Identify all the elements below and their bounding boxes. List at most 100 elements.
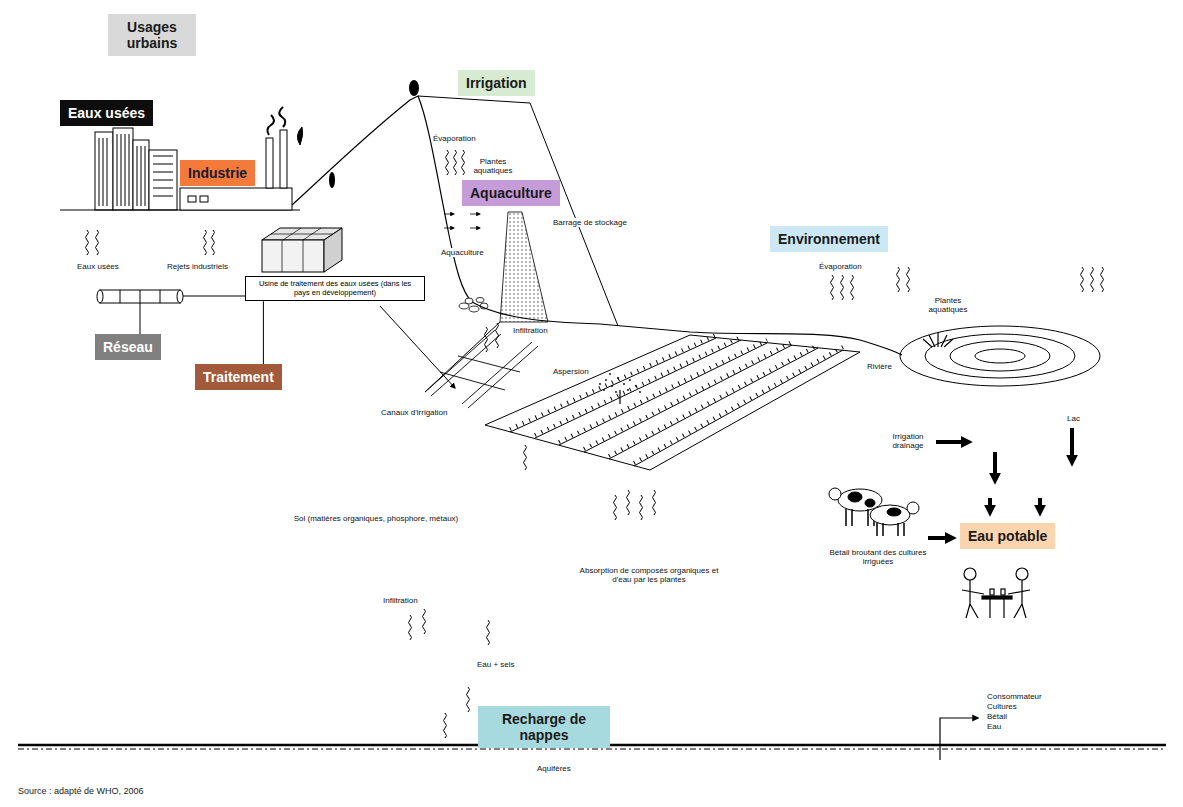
annotation-label: Eau + sels xyxy=(476,660,516,669)
evaporation-squiggle xyxy=(1101,267,1104,292)
infiltration-squiggle xyxy=(496,323,499,348)
category-label: Industrie xyxy=(180,160,255,186)
cup xyxy=(1001,589,1005,595)
storage-dam xyxy=(500,212,548,322)
water-flow-arrow xyxy=(444,214,454,215)
category-label: Eaux usées xyxy=(60,100,153,126)
sprinkler xyxy=(619,390,620,404)
annotation-label: Aspersion xyxy=(552,367,590,376)
annotation-label: Aquifères xyxy=(536,764,572,773)
building-windows xyxy=(99,134,173,206)
annotation-label: Évaporation xyxy=(818,262,863,271)
node-text: Aquaculture xyxy=(470,185,552,201)
annotation-label: Évaporation xyxy=(432,134,477,143)
infiltration-squiggle xyxy=(409,615,412,640)
node-text: Usages urbains xyxy=(116,19,188,51)
annotation-label: Irrigation drainage xyxy=(884,432,932,450)
cow-body xyxy=(870,505,910,525)
cow-patch xyxy=(865,499,875,507)
flame-symbol xyxy=(297,127,302,145)
irrigation-canals xyxy=(425,330,538,408)
category-label: Irrigation xyxy=(458,70,535,96)
node-text: Traitement xyxy=(203,369,274,385)
chimney xyxy=(266,138,273,188)
smoke xyxy=(279,107,285,127)
cow-head xyxy=(907,502,919,514)
aquatic-plants xyxy=(923,332,953,347)
factory xyxy=(180,107,303,210)
annotation-label: Aquaculture xyxy=(440,248,485,257)
crop-plants xyxy=(510,335,843,463)
table-legs xyxy=(990,599,1004,618)
lake-ring xyxy=(950,341,1050,371)
plant-grid xyxy=(271,228,333,272)
factory-window xyxy=(188,196,196,202)
cow-legs xyxy=(877,523,904,536)
lake-ring xyxy=(925,334,1075,378)
city-buildings xyxy=(95,128,177,210)
factory-base xyxy=(180,188,292,210)
node-text: Usine de traitement des eaux usées (dans… xyxy=(250,280,420,297)
evaporation-squiggle xyxy=(841,275,844,300)
flow-arrow xyxy=(1070,428,1074,462)
absorption-squiggle xyxy=(627,490,630,515)
cow-legs xyxy=(846,509,874,526)
water-flow-arrow xyxy=(470,214,480,215)
rock xyxy=(476,298,484,303)
flow-squiggle xyxy=(212,230,215,255)
leader-connector xyxy=(263,301,264,364)
cow-patch xyxy=(887,508,901,516)
plant-side xyxy=(324,228,342,272)
annotation-label: Infiltration xyxy=(382,596,419,605)
annotation-label: Eaux usées xyxy=(76,262,120,271)
rocks xyxy=(459,298,488,313)
treatment-plant xyxy=(262,228,342,272)
annotation-label: Barrage de stockage xyxy=(552,218,628,227)
building xyxy=(95,132,113,210)
flow-arrow xyxy=(1038,498,1042,512)
annotation-label: Lac xyxy=(1066,414,1081,423)
annotation-label: Infiltration xyxy=(512,326,549,335)
category-label: Aquaculture xyxy=(462,180,560,206)
category-label: Usages urbains xyxy=(108,14,196,56)
infiltration-squiggle xyxy=(467,687,470,712)
source-caption: Source : adapté de WHO, 2006 xyxy=(18,786,144,796)
flow-arrow xyxy=(928,536,952,540)
infiltration-squiggle xyxy=(487,620,490,645)
person-body xyxy=(962,580,984,618)
pipe-stem xyxy=(140,303,141,334)
sewer-pipe xyxy=(97,290,245,334)
absorption-squiggle xyxy=(640,495,643,520)
chimney xyxy=(280,130,287,188)
node-text: Environnement xyxy=(778,231,880,247)
evaporation-squiggle xyxy=(454,150,457,175)
evaporation-squiggle xyxy=(1091,267,1094,292)
consumers xyxy=(962,568,1030,618)
absorption-squiggle xyxy=(614,495,617,520)
tree xyxy=(409,80,419,96)
list-item: Eau xyxy=(986,722,1002,731)
evaporation-squiggle xyxy=(831,275,834,300)
rock xyxy=(465,298,473,304)
flow-squiggle xyxy=(86,230,89,255)
plant-box: Usine de traitement des eaux usées (dans… xyxy=(245,276,425,301)
pipe-end xyxy=(97,290,103,303)
lake xyxy=(900,326,1100,386)
node-text: Irrigation xyxy=(466,75,527,91)
plant-front xyxy=(262,240,324,272)
pipe-body xyxy=(100,290,180,303)
evaporation-squiggle xyxy=(897,267,900,292)
valley-line xyxy=(418,96,618,326)
crop-rows xyxy=(510,338,843,466)
person-head xyxy=(964,568,976,580)
evaporation-squiggle xyxy=(907,267,910,292)
evaporation-squiggle xyxy=(462,150,465,175)
category-label: Recharge de nappes xyxy=(478,706,610,748)
list-item: Cultures xyxy=(986,702,1018,711)
infiltration-squiggle xyxy=(444,713,447,738)
water-flow-arrow xyxy=(444,228,454,229)
evaporation-squiggle xyxy=(446,150,449,175)
annotation-label: Bétail broutant des cultures irriguées xyxy=(828,548,928,566)
category-label: Eau potable xyxy=(960,523,1055,549)
